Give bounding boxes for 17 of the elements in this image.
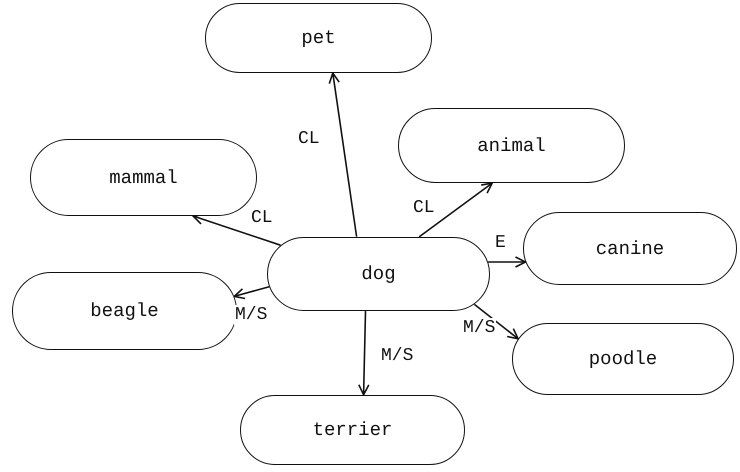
node-label: beagle bbox=[90, 300, 159, 322]
node-label: mammal bbox=[109, 166, 178, 188]
node-label: poodle bbox=[588, 348, 658, 370]
rounded-node bbox=[512, 323, 734, 395]
arrow bbox=[192, 214, 281, 246]
arrow bbox=[233, 286, 270, 300]
arrow bbox=[474, 304, 519, 340]
arrow bbox=[328, 72, 358, 237]
node-label: pet bbox=[301, 27, 336, 49]
node-label: animal bbox=[477, 134, 546, 156]
arrow bbox=[418, 182, 493, 238]
node-label: canine bbox=[596, 238, 664, 260]
node-label: dog bbox=[361, 263, 396, 285]
node-label: terrier bbox=[312, 419, 392, 441]
edge-label: M/S bbox=[234, 305, 268, 325]
arrow bbox=[488, 256, 526, 268]
arrow bbox=[358, 311, 370, 396]
